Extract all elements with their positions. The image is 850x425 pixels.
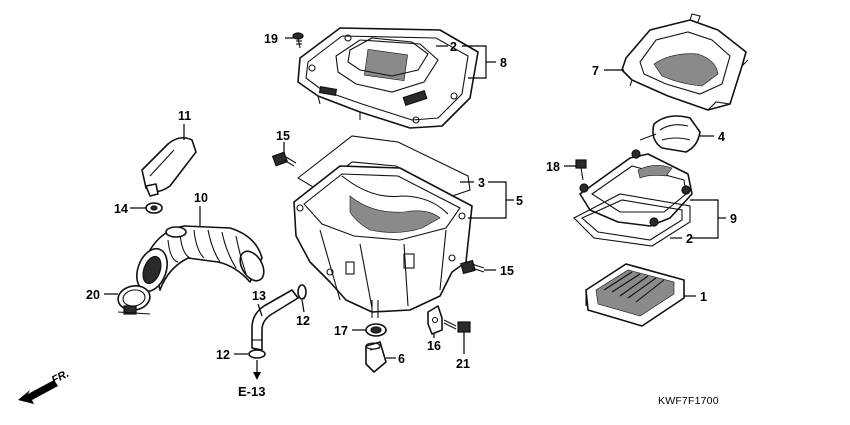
callout-4: 4	[718, 130, 725, 144]
drain-tube-part-13	[251, 289, 299, 351]
screw-part-19	[292, 32, 304, 49]
callout-1: 1	[700, 290, 707, 304]
duct-cover-part-7	[621, 13, 749, 111]
bracket-part-16	[427, 305, 443, 335]
intake-cover-part-11	[141, 136, 197, 197]
air-cleaner-case-part-5	[293, 135, 473, 318]
callout-17: 17	[334, 324, 348, 338]
air-filter-element-part-1	[585, 263, 685, 327]
callout-6: 6	[398, 352, 405, 366]
drain-plug-part-6	[365, 341, 387, 373]
callout-21: 21	[456, 357, 470, 371]
diagram-code: KWF7F1700	[658, 395, 719, 407]
callout-9: 9	[730, 212, 737, 226]
arrow-to-e13	[253, 360, 261, 380]
callout-20: 20	[86, 288, 100, 302]
callout-14: 14	[114, 202, 128, 216]
callout-16: 16	[427, 339, 441, 353]
callout-5: 5	[516, 194, 523, 208]
callout-15-upper: 15	[276, 129, 290, 143]
callout-7: 7	[592, 64, 599, 78]
callout-19: 19	[264, 32, 278, 46]
clip-part-12-upper	[297, 284, 307, 300]
callout-3: 3	[478, 176, 485, 190]
front-direction-label: FR.	[50, 368, 71, 387]
callout-10: 10	[194, 191, 208, 205]
intake-duct-part-10	[136, 225, 265, 293]
filter-cover-part-9	[573, 149, 693, 247]
clip-part-14	[145, 202, 163, 214]
callout-8: 8	[500, 56, 507, 70]
callout-12-upper: 12	[296, 314, 310, 328]
callout-2-upper: 2	[450, 40, 457, 54]
callout-12-lower: 12	[216, 348, 230, 362]
front-direction-arrow: FR.	[18, 368, 71, 404]
screw-part-18	[575, 159, 587, 181]
callout-2-lower: 2	[686, 232, 693, 246]
clip-part-12-lower	[248, 349, 266, 359]
clip-part-17	[365, 323, 387, 337]
callout-18: 18	[546, 160, 560, 174]
seal-part-4	[639, 115, 701, 153]
callout-15-right: 15	[500, 264, 514, 278]
upper-cover-part-8	[297, 27, 479, 129]
bolt-part-21	[443, 319, 471, 333]
band-clamp-part-20	[117, 285, 151, 315]
bolt-part-15-upper	[271, 151, 297, 167]
callout-11: 11	[178, 109, 191, 123]
callout-13: 13	[252, 289, 266, 303]
reference-e13: E-13	[238, 384, 265, 399]
bolt-part-15-right	[460, 259, 485, 275]
